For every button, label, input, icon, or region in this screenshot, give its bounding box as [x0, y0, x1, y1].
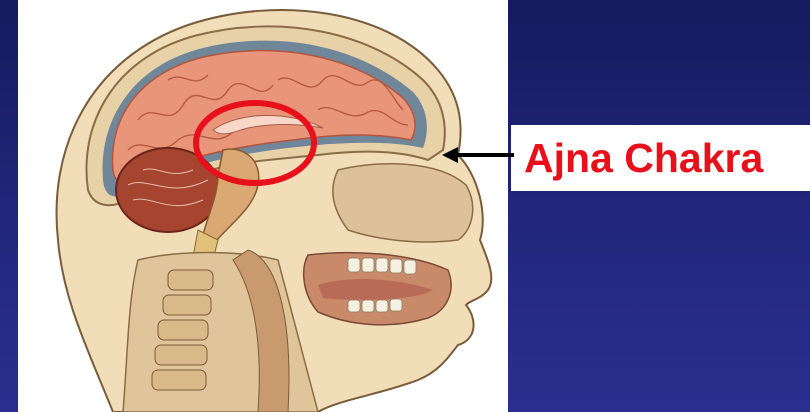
- nasal-cavity: [333, 164, 473, 242]
- pointer-arrow-icon: [440, 140, 520, 170]
- anatomy-image-panel: [18, 0, 508, 412]
- head-sagittal-illustration: [18, 0, 508, 412]
- ajna-chakra-label: Ajna Chakra: [524, 134, 763, 182]
